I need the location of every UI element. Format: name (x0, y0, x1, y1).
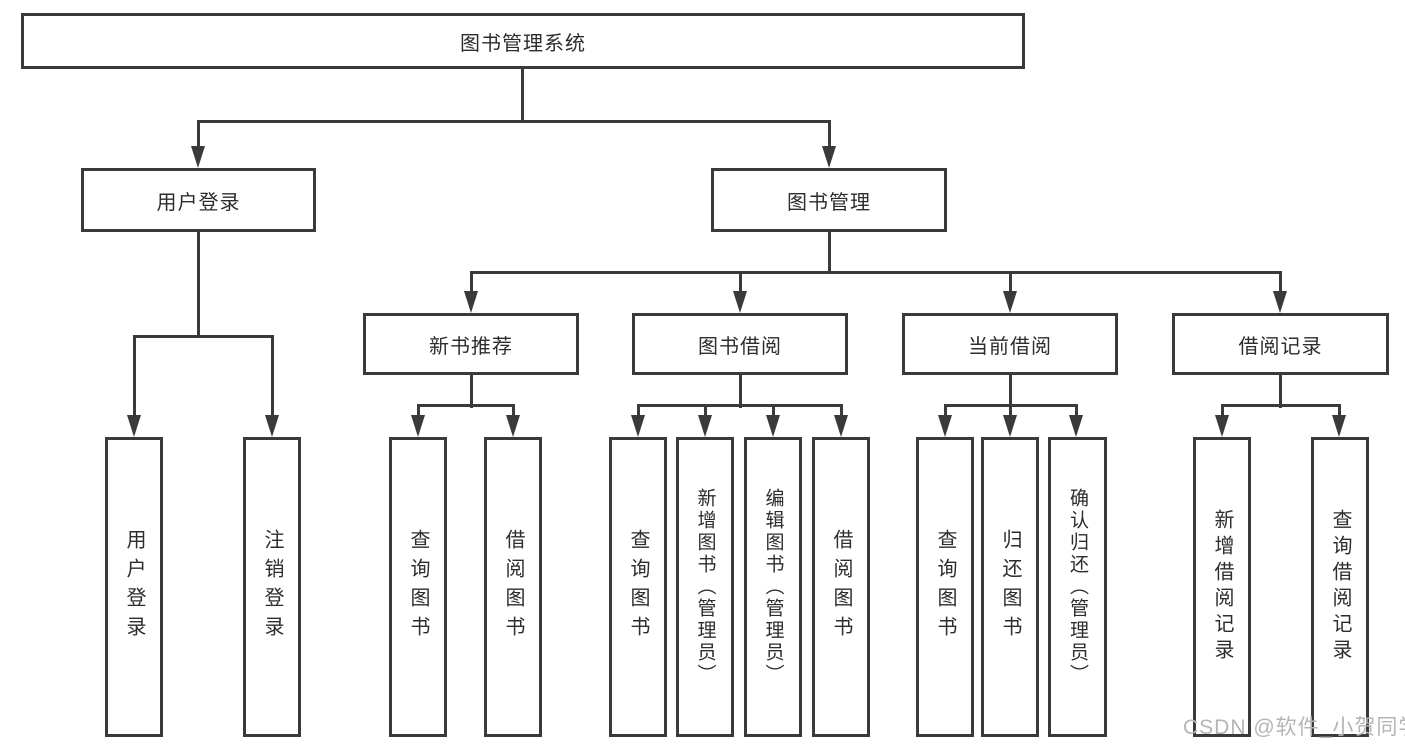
leaf-label: 查询借阅记录 (1329, 509, 1351, 665)
node-current-borrow: 当前借阅 (902, 313, 1118, 375)
arrow-down-icon (1332, 415, 1346, 437)
node-book-borrow: 图书借阅 (632, 313, 848, 375)
leaf-edit-book-admin: 编辑图书（管理员） (744, 437, 802, 737)
leaf-label: 新增借阅记录 (1211, 509, 1233, 665)
leaf-add-book-admin: 新增图书（管理员） (676, 437, 734, 737)
leaf-return-book: 归还图书 (981, 437, 1039, 737)
connector-line (637, 404, 843, 407)
node-new-book-recommend-label: 新书推荐 (429, 335, 513, 358)
connector-line (417, 404, 515, 407)
connector-line (1009, 271, 1012, 295)
csdn-watermark: CSDN @软件_小贺同学 (1183, 716, 1405, 739)
arrow-down-icon (1069, 415, 1083, 437)
node-new-book-recommend: 新书推荐 (363, 313, 579, 375)
node-root-label: 图书管理系统 (460, 32, 586, 55)
node-user-login: 用户登录 (81, 168, 316, 232)
connector-line (1221, 404, 1224, 417)
connector-line (1338, 404, 1341, 417)
node-borrow-records-label: 借阅记录 (1238, 335, 1323, 358)
node-book-management-label: 图书管理 (787, 191, 871, 214)
connector-line (521, 67, 524, 123)
connector-line (1009, 404, 1012, 417)
arrow-down-icon (191, 146, 205, 168)
arrow-down-icon (733, 291, 747, 313)
arrow-down-icon (1003, 415, 1017, 437)
leaf-label: 用户登录 (123, 529, 145, 645)
node-book-management: 图书管理 (711, 168, 947, 232)
leaf-borrow-book-1: 借阅图书 (484, 437, 542, 737)
leaf-label: 借阅图书 (502, 529, 524, 645)
arrow-down-icon (938, 415, 952, 437)
arrow-down-icon (834, 415, 848, 437)
connector-line (944, 404, 947, 417)
connector-line (271, 335, 274, 417)
connector-line (470, 271, 473, 295)
leaf-query-borrow-record: 查询借阅记录 (1311, 437, 1369, 737)
leaf-query-book-2: 查询图书 (609, 437, 667, 737)
leaf-query-book-1: 查询图书 (389, 437, 447, 737)
arrow-down-icon (464, 291, 478, 313)
leaf-user-login: 用户登录 (105, 437, 163, 737)
connector-line (133, 335, 136, 417)
node-book-borrow-label: 图书借阅 (698, 335, 782, 358)
arrow-down-icon (822, 146, 836, 168)
connector-line (1009, 373, 1012, 408)
connector-line (739, 373, 742, 408)
leaf-label: 编辑图书（管理员） (762, 488, 784, 686)
connector-line (512, 404, 515, 417)
leaf-confirm-return-admin: 确认归还（管理员） (1048, 437, 1107, 737)
connector-line (133, 335, 273, 338)
connector-line (1221, 404, 1341, 407)
node-user-login-label: 用户登录 (156, 191, 241, 214)
connector-line (828, 120, 831, 148)
node-root: 图书管理系统 (21, 13, 1025, 69)
connector-line (1279, 373, 1282, 408)
connector-line (197, 230, 200, 338)
connector-line (197, 120, 829, 123)
arrow-down-icon (127, 415, 141, 437)
leaf-add-borrow-record: 新增借阅记录 (1193, 437, 1251, 737)
connector-line (417, 404, 420, 417)
arrow-down-icon (265, 415, 279, 437)
leaf-label: 新增图书（管理员） (694, 488, 716, 686)
arrow-down-icon (698, 415, 712, 437)
leaf-label: 查询图书 (934, 529, 956, 645)
leaf-label: 借阅图书 (830, 529, 852, 645)
leaf-borrow-book-2: 借阅图书 (812, 437, 870, 737)
arrow-down-icon (631, 415, 645, 437)
leaf-label: 查询图书 (407, 529, 429, 645)
connector-line (470, 271, 1281, 274)
connector-line (828, 230, 831, 274)
connector-line (637, 404, 640, 417)
connector-line (704, 404, 707, 417)
leaf-label: 注销登录 (261, 529, 283, 645)
arrow-down-icon (1215, 415, 1229, 437)
leaf-query-book-3: 查询图书 (916, 437, 974, 737)
node-borrow-records: 借阅记录 (1172, 313, 1389, 375)
connector-line (739, 271, 742, 295)
connector-line (470, 373, 473, 408)
connector-line (772, 404, 775, 417)
connector-line (197, 120, 200, 148)
connector-line (840, 404, 843, 417)
node-current-borrow-label: 当前借阅 (968, 335, 1052, 358)
arrow-down-icon (506, 415, 520, 437)
arrow-down-icon (411, 415, 425, 437)
connector-line (1075, 404, 1078, 417)
arrow-down-icon (1273, 291, 1287, 313)
arrow-down-icon (766, 415, 780, 437)
leaf-logout: 注销登录 (243, 437, 301, 737)
leaf-label: 确认归还（管理员） (1067, 488, 1088, 686)
leaf-label: 查询图书 (627, 529, 649, 645)
connector-line (1279, 271, 1282, 295)
leaf-label: 归还图书 (999, 529, 1021, 645)
arrow-down-icon (1003, 291, 1017, 313)
